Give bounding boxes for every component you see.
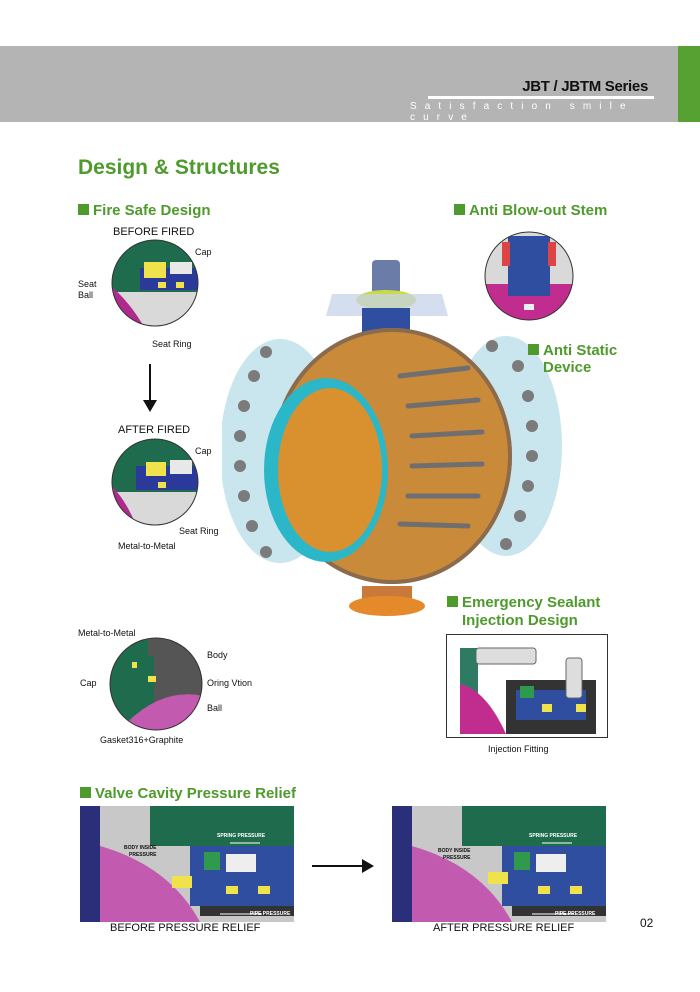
ball-label-seal: Ball: [207, 703, 223, 713]
after-relief-caption: AFTER PRESSURE RELIEF: [433, 922, 575, 934]
before-relief-diagram: [80, 806, 294, 922]
cap-label: Cap: [195, 247, 212, 257]
header-accent-tab: [678, 46, 700, 122]
ball-label: Ball: [78, 290, 94, 300]
injection-diagram: [446, 634, 608, 738]
after-fired-label: AFTER FIRED: [118, 424, 191, 436]
after-relief-diagram: [392, 806, 606, 922]
body-inside-label-2: PRESSURE: [129, 852, 157, 858]
header-divider: [428, 96, 654, 99]
metal-to-metal-label: Metal-to-Metal: [118, 541, 176, 551]
pipe-pressure-label-after: PIPE PRESSURE: [555, 911, 596, 917]
injection-fitting-label: Injection Fitting: [488, 744, 549, 754]
anti-static-title: Anti Static: [543, 342, 618, 359]
bullet-square-icon: [447, 596, 458, 607]
fire-safe-heading: Fire Safe Design: [78, 202, 211, 219]
bullet-square-icon: [528, 344, 539, 355]
anti-blowout-title: Anti Blow-out Stem: [469, 202, 608, 219]
cap-label-seal: Cap: [80, 678, 97, 688]
arrow-down-icon: [143, 364, 157, 412]
series-title: JBT / JBTM Series: [522, 78, 648, 95]
page-number: 02: [640, 916, 654, 930]
gasket-label: Gasket316+Graphite: [100, 735, 184, 745]
bullet-square-icon: [80, 787, 91, 798]
header-band: [0, 46, 678, 122]
fire-safe-title: Fire Safe Design: [93, 202, 211, 219]
bullet-square-icon: [454, 204, 465, 215]
emergency-heading: Emergency Sealant: [447, 594, 600, 611]
body-inside-label-after-2: PRESSURE: [443, 855, 471, 861]
seat-label: Seat: [78, 279, 97, 289]
bullet-square-icon: [78, 204, 89, 215]
cavity-relief-title: Valve Cavity Pressure Relief: [95, 785, 296, 802]
seal-detail-diagram: [109, 637, 203, 731]
body-inside-label-after: BODY INSIDE: [438, 848, 471, 854]
cavity-relief-heading: Valve Cavity Pressure Relief: [80, 785, 296, 802]
page-title: Design & Structures: [78, 156, 280, 179]
pipe-pressure-label: PIPE PRESSURE: [250, 911, 291, 917]
metal-to-metal-label-2: Metal-to-Metal: [78, 628, 136, 638]
emergency-title: Emergency Sealant: [462, 594, 601, 611]
emergency-line2: Injection Design: [462, 612, 578, 629]
after-fired-diagram: [111, 438, 199, 526]
tagline: Satisfaction smile curve: [410, 101, 634, 123]
arrow-right-icon: [312, 859, 374, 873]
seat-ring-label: Seat Ring: [152, 339, 192, 349]
body-inside-label: BODY INSIDE: [124, 845, 157, 851]
anti-blowout-diagram: [484, 231, 574, 321]
anti-static-heading: Anti Static: [528, 342, 617, 359]
oring-label: Oring Vtion: [207, 678, 253, 688]
cap-label-after: Cap: [195, 446, 212, 456]
anti-blowout-heading: Anti Blow-out Stem: [454, 202, 607, 219]
before-fired-diagram: [111, 239, 199, 327]
ball-valve-3d-image: [222, 260, 562, 616]
anti-static-line2: Device: [543, 359, 592, 376]
before-relief-caption: BEFORE PRESSURE RELIEF: [110, 922, 261, 934]
spring-pressure-label-after: SPRING PRESSURE: [529, 833, 578, 839]
spring-pressure-label: SPRING PRESSURE: [217, 833, 266, 839]
body-label: Body: [207, 650, 228, 660]
before-fired-label: BEFORE FIRED: [113, 226, 195, 238]
seat-ring-label-after: Seat Ring: [179, 526, 219, 536]
